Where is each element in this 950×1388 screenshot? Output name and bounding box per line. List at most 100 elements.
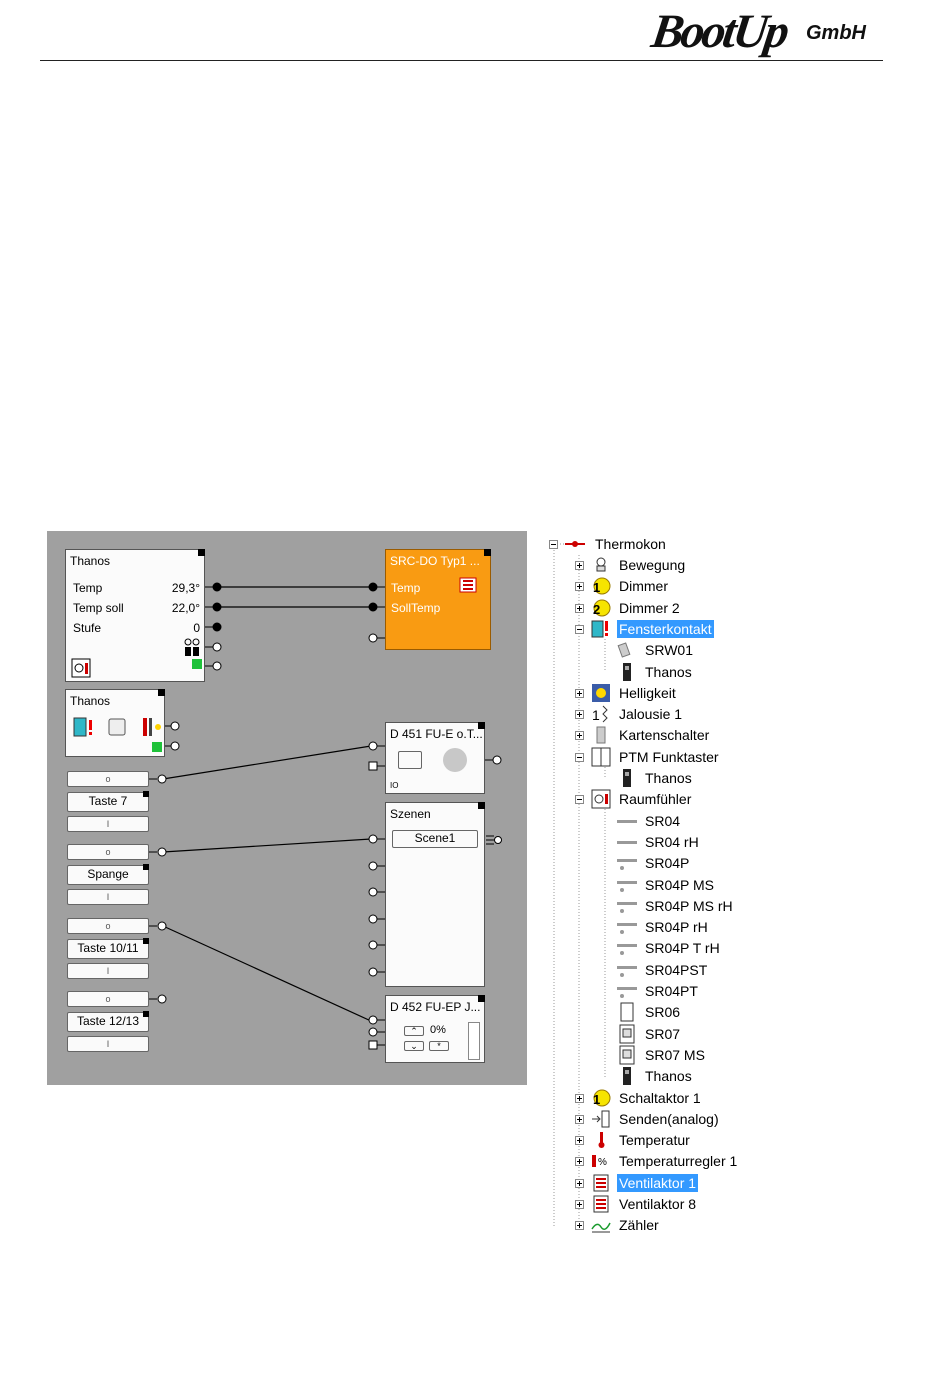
tree-label: Senden(analog) — [619, 1111, 719, 1127]
collapse-toggle-icon[interactable] — [575, 795, 584, 804]
tree-item-temperatur[interactable]: Temperatur — [541, 1130, 777, 1150]
scene1-button[interactable]: Scene1 — [392, 830, 478, 848]
tree-item-sr06[interactable]: SR06 — [541, 1002, 777, 1022]
sr04-icon — [617, 841, 637, 844]
taste1011-bottom-button[interactable]: I — [67, 963, 149, 979]
d452-block[interactable]: D 452 FU-EP J... ⌃ ⌄ * 0% — [385, 995, 485, 1063]
spange-bottom-button[interactable]: I — [67, 889, 149, 905]
logic-editor-canvas[interactable]: Thanos Temp 29,3° Temp soll 22,0° Stufe … — [47, 531, 527, 1085]
block-resize-handle[interactable] — [478, 802, 485, 809]
row-label-temp: Temp — [73, 581, 103, 595]
spange-top-button[interactable]: o — [67, 844, 149, 860]
tree-item-kartenschalter[interactable]: Kartenschalter — [541, 725, 777, 745]
expand-toggle-icon[interactable] — [575, 604, 584, 613]
tree-item-raumfühler[interactable]: Raumfühler — [541, 789, 777, 809]
tree-label: Thanos — [645, 664, 692, 680]
expand-toggle-icon[interactable] — [575, 1179, 584, 1188]
tree-item-sr04-rh[interactable]: SR04 rH — [541, 832, 777, 852]
block-resize-handle[interactable] — [478, 995, 485, 1002]
blind-up-button[interactable]: ⌃ — [404, 1026, 424, 1036]
sr04p-icon — [617, 923, 637, 934]
tree-item-sr04[interactable]: SR04 — [541, 811, 777, 831]
tree-item-srw01[interactable]: SRW01 — [541, 640, 777, 660]
lamp-state-icon — [443, 748, 467, 772]
expand-toggle-icon[interactable] — [575, 1136, 584, 1145]
expand-toggle-icon[interactable] — [575, 731, 584, 740]
block-resize-handle[interactable] — [198, 549, 205, 556]
expand-toggle-icon[interactable] — [575, 1200, 584, 1209]
tree-root-thermokon[interactable]: Thermokon — [541, 534, 777, 554]
tree-item-ventilaktor-8[interactable]: Ventilaktor 8 — [541, 1194, 777, 1214]
collapse-toggle-icon[interactable] — [575, 625, 584, 634]
sr07-icon — [619, 1045, 635, 1065]
tree-item-thanos[interactable]: Thanos — [541, 662, 777, 682]
collapse-toggle-icon[interactable] — [575, 753, 584, 762]
szenen-block[interactable]: Szenen Scene1 — [385, 802, 502, 987]
dimmer-2-icon: 2 — [593, 599, 611, 617]
tree-item-temperaturregler-1[interactable]: %Temperaturregler 1 — [541, 1151, 777, 1171]
taste1213-bottom-button[interactable]: I — [67, 1036, 149, 1052]
taste1011-top-button[interactable]: o — [67, 918, 149, 934]
expand-toggle-icon[interactable] — [575, 582, 584, 591]
tree-item-ptm-funktaster[interactable]: PTM Funktaster — [541, 747, 777, 767]
expand-toggle-icon[interactable] — [575, 1221, 584, 1230]
tree-item-fensterkontakt[interactable]: Fensterkontakt — [541, 619, 777, 639]
rocker-switch-icon — [591, 747, 611, 767]
block-title: D 451 FU-E o.T... — [390, 727, 483, 741]
tree-label: Zähler — [619, 1217, 659, 1233]
block-resize-handle[interactable] — [484, 549, 491, 556]
tree-item-sr04p-t-rh[interactable]: SR04P T rH — [541, 938, 777, 958]
tree-label: Dimmer — [619, 578, 668, 594]
tree-item-senden-analog-[interactable]: Senden(analog) — [541, 1109, 777, 1129]
d451-toggle-button[interactable] — [398, 751, 422, 769]
tree-item-sr04pst[interactable]: SR04PST — [541, 960, 777, 980]
sr04p-icon — [617, 966, 637, 977]
tree-item-thanos[interactable]: Thanos — [541, 768, 777, 788]
taste7-top-button[interactable]: o — [67, 771, 149, 787]
thanos-device-icon — [623, 1067, 631, 1085]
tree-item-sr04p-ms-rh[interactable]: SR04P MS rH — [541, 896, 777, 916]
taste1213-top-button[interactable]: o — [67, 991, 149, 1007]
position-slider[interactable] — [468, 1022, 480, 1060]
block-resize-handle[interactable] — [158, 689, 165, 696]
d451-block[interactable]: D 451 FU-E o.T... IO — [385, 722, 485, 794]
expand-toggle-icon[interactable] — [575, 1115, 584, 1124]
window-contact-small-icon — [73, 717, 92, 737]
tree-label: SR06 — [645, 1004, 681, 1020]
blind-down-button[interactable]: ⌄ — [404, 1041, 424, 1051]
tree-label: Thermokon — [595, 536, 666, 552]
tree-item-thanos[interactable]: Thanos — [541, 1066, 777, 1086]
expand-toggle-icon[interactable] — [575, 561, 584, 570]
tree-label: Schaltaktor 1 — [619, 1090, 701, 1106]
tree-item-zähler[interactable]: Zähler — [541, 1215, 777, 1235]
tree-item-ventilaktor-1[interactable]: Ventilaktor 1 — [541, 1173, 777, 1193]
taste7-bottom-button[interactable]: I — [67, 816, 149, 832]
src-do-block[interactable]: SRC-DO Typ1 ... Temp SollTemp — [385, 549, 491, 650]
block-title: Thanos — [70, 554, 111, 568]
tree-item-sr04pt[interactable]: SR04PT — [541, 981, 777, 1001]
valve-actor-icon — [593, 1195, 609, 1213]
presence-icon — [184, 638, 200, 656]
expand-toggle-icon[interactable] — [575, 710, 584, 719]
block-title: SRC-DO Typ1 ... — [390, 554, 480, 568]
thanos-block-1[interactable]: Thanos Temp 29,3° Temp soll 22,0° Stufe … — [65, 549, 205, 682]
expand-toggle-icon[interactable] — [575, 1157, 584, 1166]
tree-item-sr07-ms[interactable]: SR07 MS — [541, 1045, 777, 1065]
tree-item-sr04p-rh[interactable]: SR04P rH — [541, 917, 777, 937]
tree-item-sr04p-ms[interactable]: SR04P MS — [541, 875, 777, 895]
collapse-toggle-icon[interactable] — [549, 540, 558, 549]
expand-toggle-icon[interactable] — [575, 1094, 584, 1103]
thanos-block-2[interactable]: Thanos — [65, 689, 165, 757]
tree-item-sr07[interactable]: SR07 — [541, 1024, 777, 1044]
tree-item-sr04p[interactable]: SR04P — [541, 853, 777, 873]
expand-toggle-icon[interactable] — [575, 689, 584, 698]
tree-item-helligkeit[interactable]: Helligkeit — [541, 683, 777, 703]
block-resize-handle[interactable] — [478, 722, 485, 729]
tree-item-bewegung[interactable]: Bewegung — [541, 555, 777, 575]
blind-stop-button[interactable]: * — [429, 1041, 449, 1051]
